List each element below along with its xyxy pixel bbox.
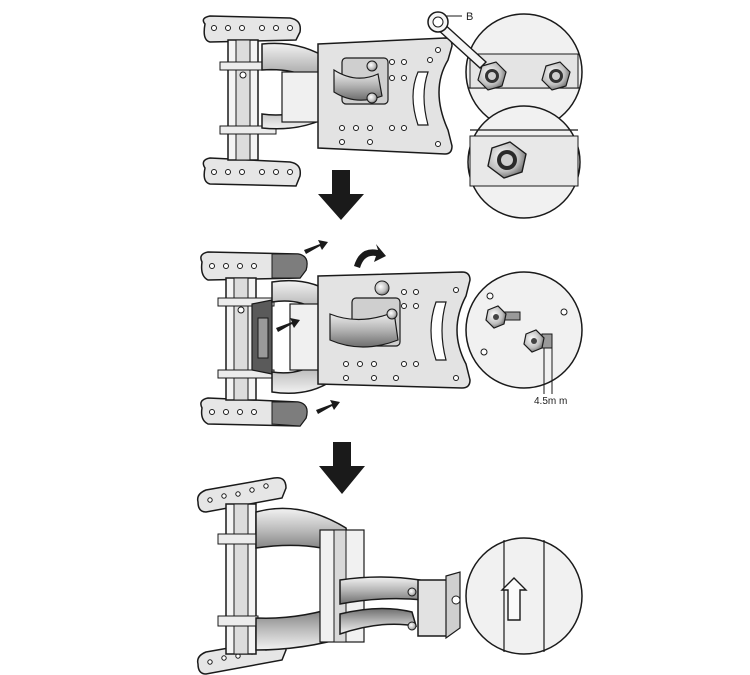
bolt-nut-lower [523,329,553,353]
head-bracket [417,579,449,637]
plate-holes [339,47,441,147]
detail-wrench-callout [465,13,583,131]
rotate-arrow [354,244,386,268]
bolt-nut-upper [485,305,521,329]
gap-dimension-label: 4.5m m [534,396,567,407]
detail-nut-closeup [467,105,581,219]
detail-bolt-gap: 4.5m m [465,271,583,407]
wrench-label: B [466,11,473,23]
step-1-mount-folded [202,15,453,187]
step-2-mount-unfolding [200,240,471,427]
down-arrow-1 [318,170,364,220]
detail-up-arrow [465,537,583,655]
up-arrow-icon [500,577,528,621]
step-3-mount-extended [196,476,461,675]
hex-nut-left [477,61,507,91]
wall-pad-bottom [202,157,302,187]
wrench-b: B [427,11,488,69]
pad-holes [211,25,293,175]
motion-arrows [276,240,340,414]
hex-nut-right [541,61,571,91]
wall-pad-top [202,15,302,43]
down-arrow-2 [319,442,365,494]
